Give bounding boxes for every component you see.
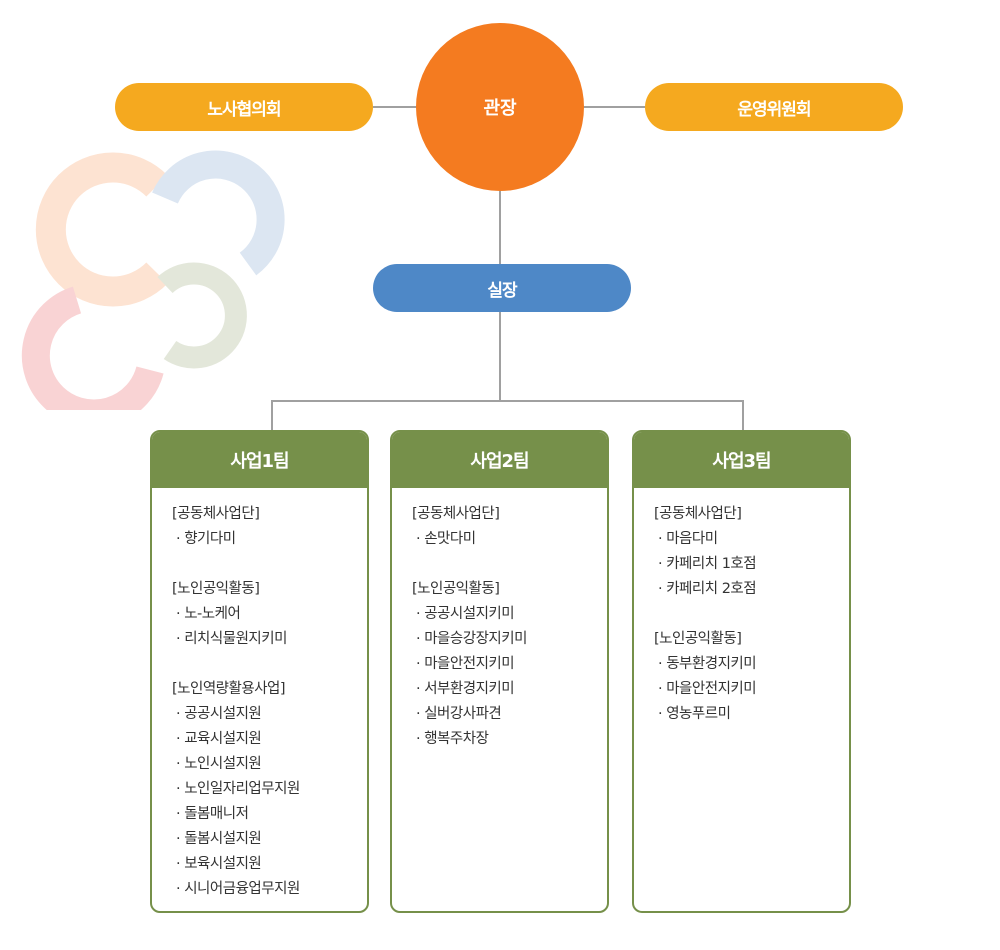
team-body: [공동체사업단] 손맛다미 [노인공익활동] 공공시설지키미마을승강장지키미마을안전지… (392, 488, 607, 752)
team-box: 사업2팀 [공동체사업단] 손맛다미 [노인공익활동] 공공시설지키미마을승강장지키미마… (390, 430, 609, 913)
program-item: 카페리치 1호점 (654, 552, 849, 577)
program-item: 손맛다미 (412, 527, 607, 552)
connector-horizontal (272, 400, 744, 402)
group-title: [노인공익활동] (654, 631, 742, 647)
labor-council-node: 노사협의회 (115, 83, 373, 131)
group-title: [공동체사업단] (654, 506, 742, 522)
program-item: 노인시설지원 (172, 752, 367, 777)
program-item: 마을안전지키미 (654, 677, 849, 702)
team-box: 사업3팀 [공동체사업단] 마음다미카페리치 1호점카페리치 2호점 [노인공익활동]… (632, 430, 851, 913)
program-item: 리치식물원지키미 (172, 627, 367, 652)
program-item: 동부환경지키미 (654, 652, 849, 677)
director-node: 관장 (416, 23, 584, 191)
program-item: 향기다미 (172, 527, 367, 552)
program-item: 시니어금융업무지원 (172, 877, 367, 902)
group-title: [노인공익활동] (172, 581, 260, 597)
pink-petal (21, 286, 164, 410)
connector-team1 (271, 400, 273, 430)
program-item: 서부환경지키미 (412, 677, 607, 702)
program-item: 공공시설지키미 (412, 602, 607, 627)
connector-team3 (742, 400, 744, 430)
peach-petal (35, 152, 168, 307)
program-item: 영농푸르미 (654, 702, 849, 727)
group-title: [공동체사업단] (172, 506, 260, 522)
group-title: [공동체사업단] (412, 506, 500, 522)
program-item: 돌봄시설지원 (172, 827, 367, 852)
program-group: [노인공익활동] 동부환경지키미마을안전지키미영농푸르미 (654, 627, 849, 727)
team-body: [공동체사업단] 마음다미카페리치 1호점카페리치 2호점 [노인공익활동] 동부환경… (634, 488, 849, 727)
program-item: 카페리치 2호점 (654, 577, 849, 602)
group-title: [노인공익활동] (412, 581, 500, 597)
group-title: [노인역량활용사업] (172, 681, 286, 697)
program-item: 보육시설지원 (172, 852, 367, 877)
program-group: [노인공익활동] 공공시설지키미마을승강장지키미마을안전지키미서부환경지키미실버강… (412, 577, 607, 752)
program-group: [공동체사업단] 마음다미카페리치 1호점카페리치 2호점 (654, 502, 849, 602)
program-group: [노인역량활용사업] 공공시설지원교육시설지원노인시설지원노인일자리업무지원돌봄매… (172, 677, 367, 902)
program-item: 행복주차장 (412, 727, 607, 752)
team-body: [공동체사업단] 향기다미 [노인공익활동] 노-노케어리치식물원지키미 [노인역량활용… (152, 488, 367, 902)
team-header: 사업1팀 (152, 432, 367, 488)
program-item: 노인일자리업무지원 (172, 777, 367, 802)
program-item: 마을안전지키미 (412, 652, 607, 677)
program-item: 실버강사파견 (412, 702, 607, 727)
program-item: 교육시설지원 (172, 727, 367, 752)
clover-logo-decoration (21, 150, 285, 410)
program-item: 마을승강장지키미 (412, 627, 607, 652)
steering-committee-node: 운영위원회 (645, 83, 903, 131)
office-head-node: 실장 (373, 264, 631, 312)
program-group: [공동체사업단] 손맛다미 (412, 502, 607, 552)
program-item: 돌봄매니저 (172, 802, 367, 827)
blue-petal (152, 150, 285, 276)
program-item: 마음다미 (654, 527, 849, 552)
team-header: 사업2팀 (392, 432, 607, 488)
team-header: 사업3팀 (634, 432, 849, 488)
program-group: [노인공익활동] 노-노케어리치식물원지키미 (172, 577, 367, 652)
sage-petal (157, 262, 247, 369)
program-group: [공동체사업단] 향기다미 (172, 502, 367, 552)
program-item: 공공시설지원 (172, 702, 367, 727)
program-item: 노-노케어 (172, 602, 367, 627)
team-box: 사업1팀[공동체사업단]향기다미[노인공익활동]노-노케어리치식물원지키미[노인… (150, 430, 369, 913)
